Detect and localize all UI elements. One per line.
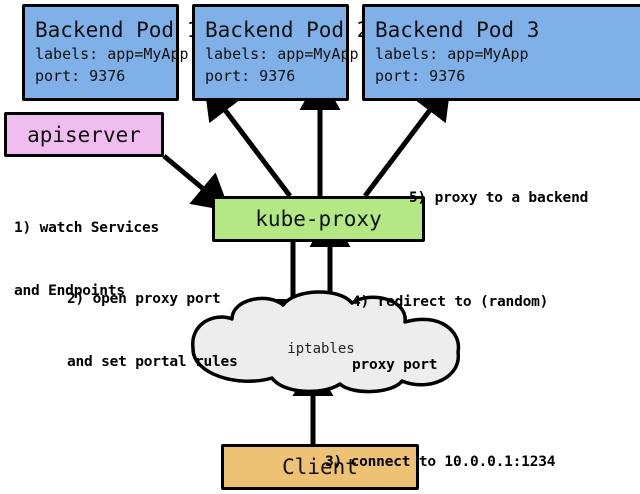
iptables-label: iptables: [287, 341, 355, 357]
backend-pod-3-title: Backend Pod 3: [375, 17, 540, 42]
backend-pod-2-box[interactable]: Backend Pod 2 labels: app=MyApp port: 93…: [192, 4, 370, 101]
client-label: Client: [282, 455, 358, 479]
step-5-line-1: 5) proxy to a backend: [409, 190, 589, 206]
client-box[interactable]: Client: [221, 444, 419, 490]
backend-pod-1-labels: labels: app=MyApp: [35, 44, 189, 63]
step-5-label: 5) proxy to a backend: [409, 146, 588, 251]
apiserver-label: apiserver: [27, 122, 141, 147]
arrow-apiserver-to-kubeproxy: [162, 154, 231, 212]
step-2-line-1: 2) open proxy port: [67, 291, 221, 307]
backend-pod-1-box[interactable]: Backend Pod 1 labels: app=MyApp port: 93…: [22, 4, 200, 101]
step-4-line-1: 4) redirect to (random): [352, 294, 549, 310]
arrow-kubeproxy-to-pod-1: [203, 82, 292, 198]
step-1-line-2: and Endpoints: [14, 283, 125, 299]
backend-pod-1-port: port: 9376: [35, 66, 126, 85]
backend-pod-3-labels: labels: app=MyApp: [375, 44, 529, 63]
step-2-label: 2) open proxy port and set portal rules: [67, 247, 238, 415]
backend-pod-2-labels: labels: app=MyApp: [205, 44, 359, 63]
step-3-label: 3) connect to 10.0.0.1:1234: [325, 410, 556, 494]
step-4-line-2: proxy port: [352, 357, 438, 373]
step-2-line-2: and set portal rules: [67, 354, 238, 370]
kube-proxy-label: kube-proxy: [255, 207, 382, 231]
step-4-label: 4) redirect to (random) proxy port: [352, 250, 548, 418]
backend-pod-2-title: Backend Pod 2: [205, 17, 370, 42]
backend-pod-3-port: port: 9376: [375, 66, 466, 85]
backend-pod-2-port: port: 9376: [205, 66, 296, 85]
iptables-cloud: [191, 290, 461, 394]
apiserver-box[interactable]: apiserver: [4, 112, 164, 157]
step-1-label: 1) watch Services and Endpoints: [14, 176, 159, 344]
backend-pod-3-box[interactable]: Backend Pod 3 labels: app=MyApp port: 93…: [362, 4, 640, 101]
kube-proxy-box[interactable]: kube-proxy: [212, 196, 425, 242]
arrow-kubeproxy-to-pod-3: [363, 82, 452, 198]
step-1-line-1: 1) watch Services: [14, 220, 160, 236]
backend-pod-1-title: Backend Pod 1: [35, 17, 200, 42]
step-3-line-1: 3) connect to 10.0.0.1:1234: [325, 454, 556, 470]
